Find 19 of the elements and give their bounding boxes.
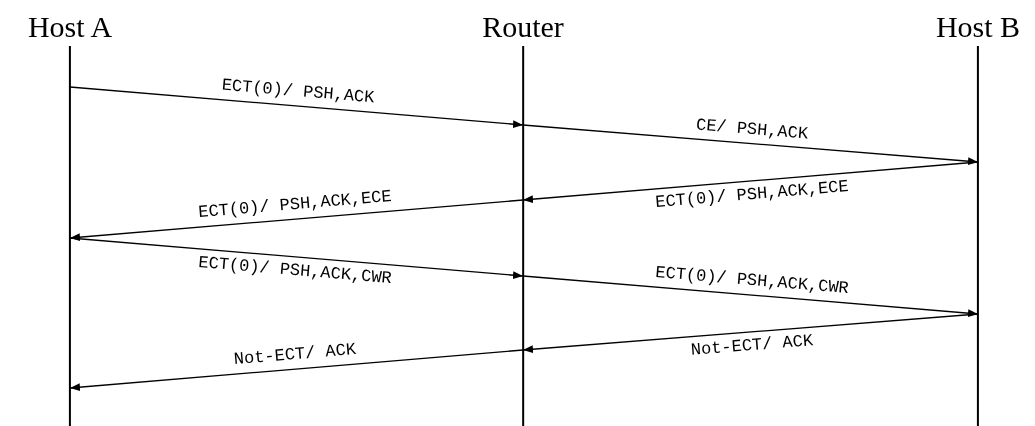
arrow — [522, 124, 979, 166]
edge-label: Not-ECT/ ACK — [689, 332, 814, 360]
arrow — [522, 313, 979, 354]
arrow — [522, 275, 979, 318]
edge-label: ECT(0)/ PSH,ACK,ECE — [198, 188, 393, 223]
edge-label: ECT(0)/ PSH,ACK,CWR — [654, 264, 849, 299]
edge-label: ECT(0)/ PSH,ACK,ECE — [654, 177, 849, 212]
arrow — [69, 349, 524, 392]
edge-label: ECT(0)/ PSH,ACK — [220, 76, 375, 108]
participant-label: Router — [482, 10, 564, 44]
arrow — [69, 199, 524, 242]
arrow — [69, 237, 524, 280]
arrow — [69, 86, 524, 129]
participant-label: Host A — [27, 10, 113, 44]
arrow — [522, 161, 979, 204]
edge-label: Not-ECT/ ACK — [233, 340, 358, 370]
edge-label: CE/ PSH,ACK — [694, 116, 809, 144]
edge-label: ECT(0)/ PSH,ACK,CWR — [198, 253, 393, 288]
participant-label: Host B — [935, 10, 1021, 44]
